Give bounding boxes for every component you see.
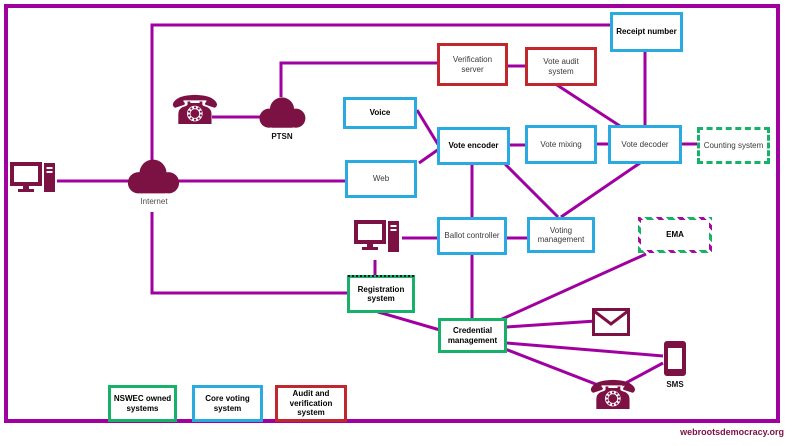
node-voting-management: Voting management [527,217,595,253]
legend-nswec-owned-systems: NSWEC owned systems [108,385,177,422]
cloud-icon [124,158,182,201]
node-vote-audit-system: Vote audit system [525,47,597,86]
legend-core-voting-system: Core voting system [192,385,263,422]
envelope-icon [592,308,630,341]
node-receipt-number: Receipt number [610,12,683,52]
internet-label: Internet [100,192,208,212]
node-vote-mixing: Vote mixing [525,125,597,164]
node-registration-system: Registration system [347,275,415,313]
ptsn-label: PTSN [271,132,293,141]
mobile-phone-icon [663,340,687,382]
sms-label: SMS [666,380,684,389]
node-verification-server: Verification server [437,43,508,86]
telephone-icon: ☎ [588,373,638,419]
node-vote-encoder: Vote encoder [437,127,510,165]
node-vote-decoder: Vote decoder [608,125,682,164]
telephone-icon: ☎ [170,88,220,134]
node-counting-system: Counting system [697,127,770,164]
legend-audit-verification-system: Audit and verification system [275,385,347,422]
node-credential-management: Credential management [438,318,507,353]
watermark-text: webrootsdemocracy.org [680,427,784,437]
node-ema: EMA [638,217,712,253]
node-web: Web [345,160,417,198]
computer-icon [10,162,58,203]
cloud-icon [256,95,308,136]
computer-icon [354,220,402,265]
node-voice: Voice [343,97,417,129]
diagram-border-frame [4,4,780,423]
node-ballot-controller: Ballot controller [437,217,507,255]
